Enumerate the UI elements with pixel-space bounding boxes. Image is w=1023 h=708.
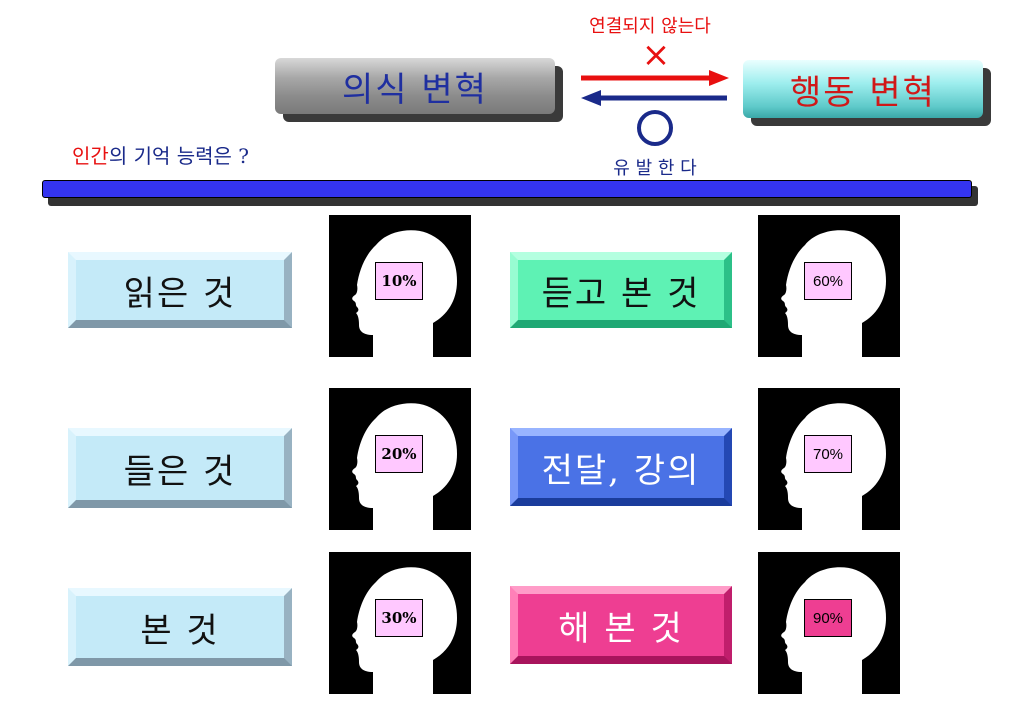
label-lecture: 전달, 강의 bbox=[510, 428, 732, 506]
percent-read: 10% bbox=[375, 262, 423, 300]
head-tile-heard: 20% bbox=[329, 388, 471, 530]
percent-seen: 30% bbox=[375, 599, 423, 637]
head-tile-seen: 30% bbox=[329, 552, 471, 694]
question-highlight: 인간 bbox=[72, 144, 109, 168]
consciousness-change-banner: 의식 변혁 bbox=[275, 58, 555, 114]
percent-hear-see: 60% bbox=[804, 262, 852, 300]
relation-arrows bbox=[581, 70, 729, 146]
percent-heard: 20% bbox=[375, 435, 423, 473]
divider-bar bbox=[42, 180, 972, 198]
circle-icon bbox=[637, 110, 673, 146]
label-hear-see: 듣고 본 것 bbox=[510, 252, 732, 328]
left-arrow-icon bbox=[581, 90, 727, 106]
head-tile-read: 10% bbox=[329, 215, 471, 357]
cross-icon: × bbox=[641, 35, 671, 75]
label-heard: 들은 것 bbox=[68, 428, 292, 508]
percent-lecture: 70% bbox=[804, 435, 852, 473]
label-seen: 본 것 bbox=[68, 588, 292, 666]
right-arrow-icon bbox=[581, 70, 729, 86]
behavior-change-banner: 행동 변혁 bbox=[743, 60, 983, 118]
percent-done: 90% bbox=[804, 599, 852, 637]
label-read: 읽은 것 bbox=[68, 252, 292, 328]
head-tile-hear-see: 60% bbox=[758, 215, 900, 357]
head-tile-done: 90% bbox=[758, 552, 900, 694]
label-done: 해 본 것 bbox=[510, 586, 732, 664]
head-tile-lecture: 70% bbox=[758, 388, 900, 530]
induces-caption: 유 발 한 다 bbox=[613, 158, 697, 179]
not-connected-caption: 연결되지 않는다 bbox=[589, 16, 711, 37]
memory-question: 인간의 기억 능력은 ? bbox=[72, 140, 249, 169]
question-text: 의 기억 능력은 ? bbox=[108, 144, 250, 168]
